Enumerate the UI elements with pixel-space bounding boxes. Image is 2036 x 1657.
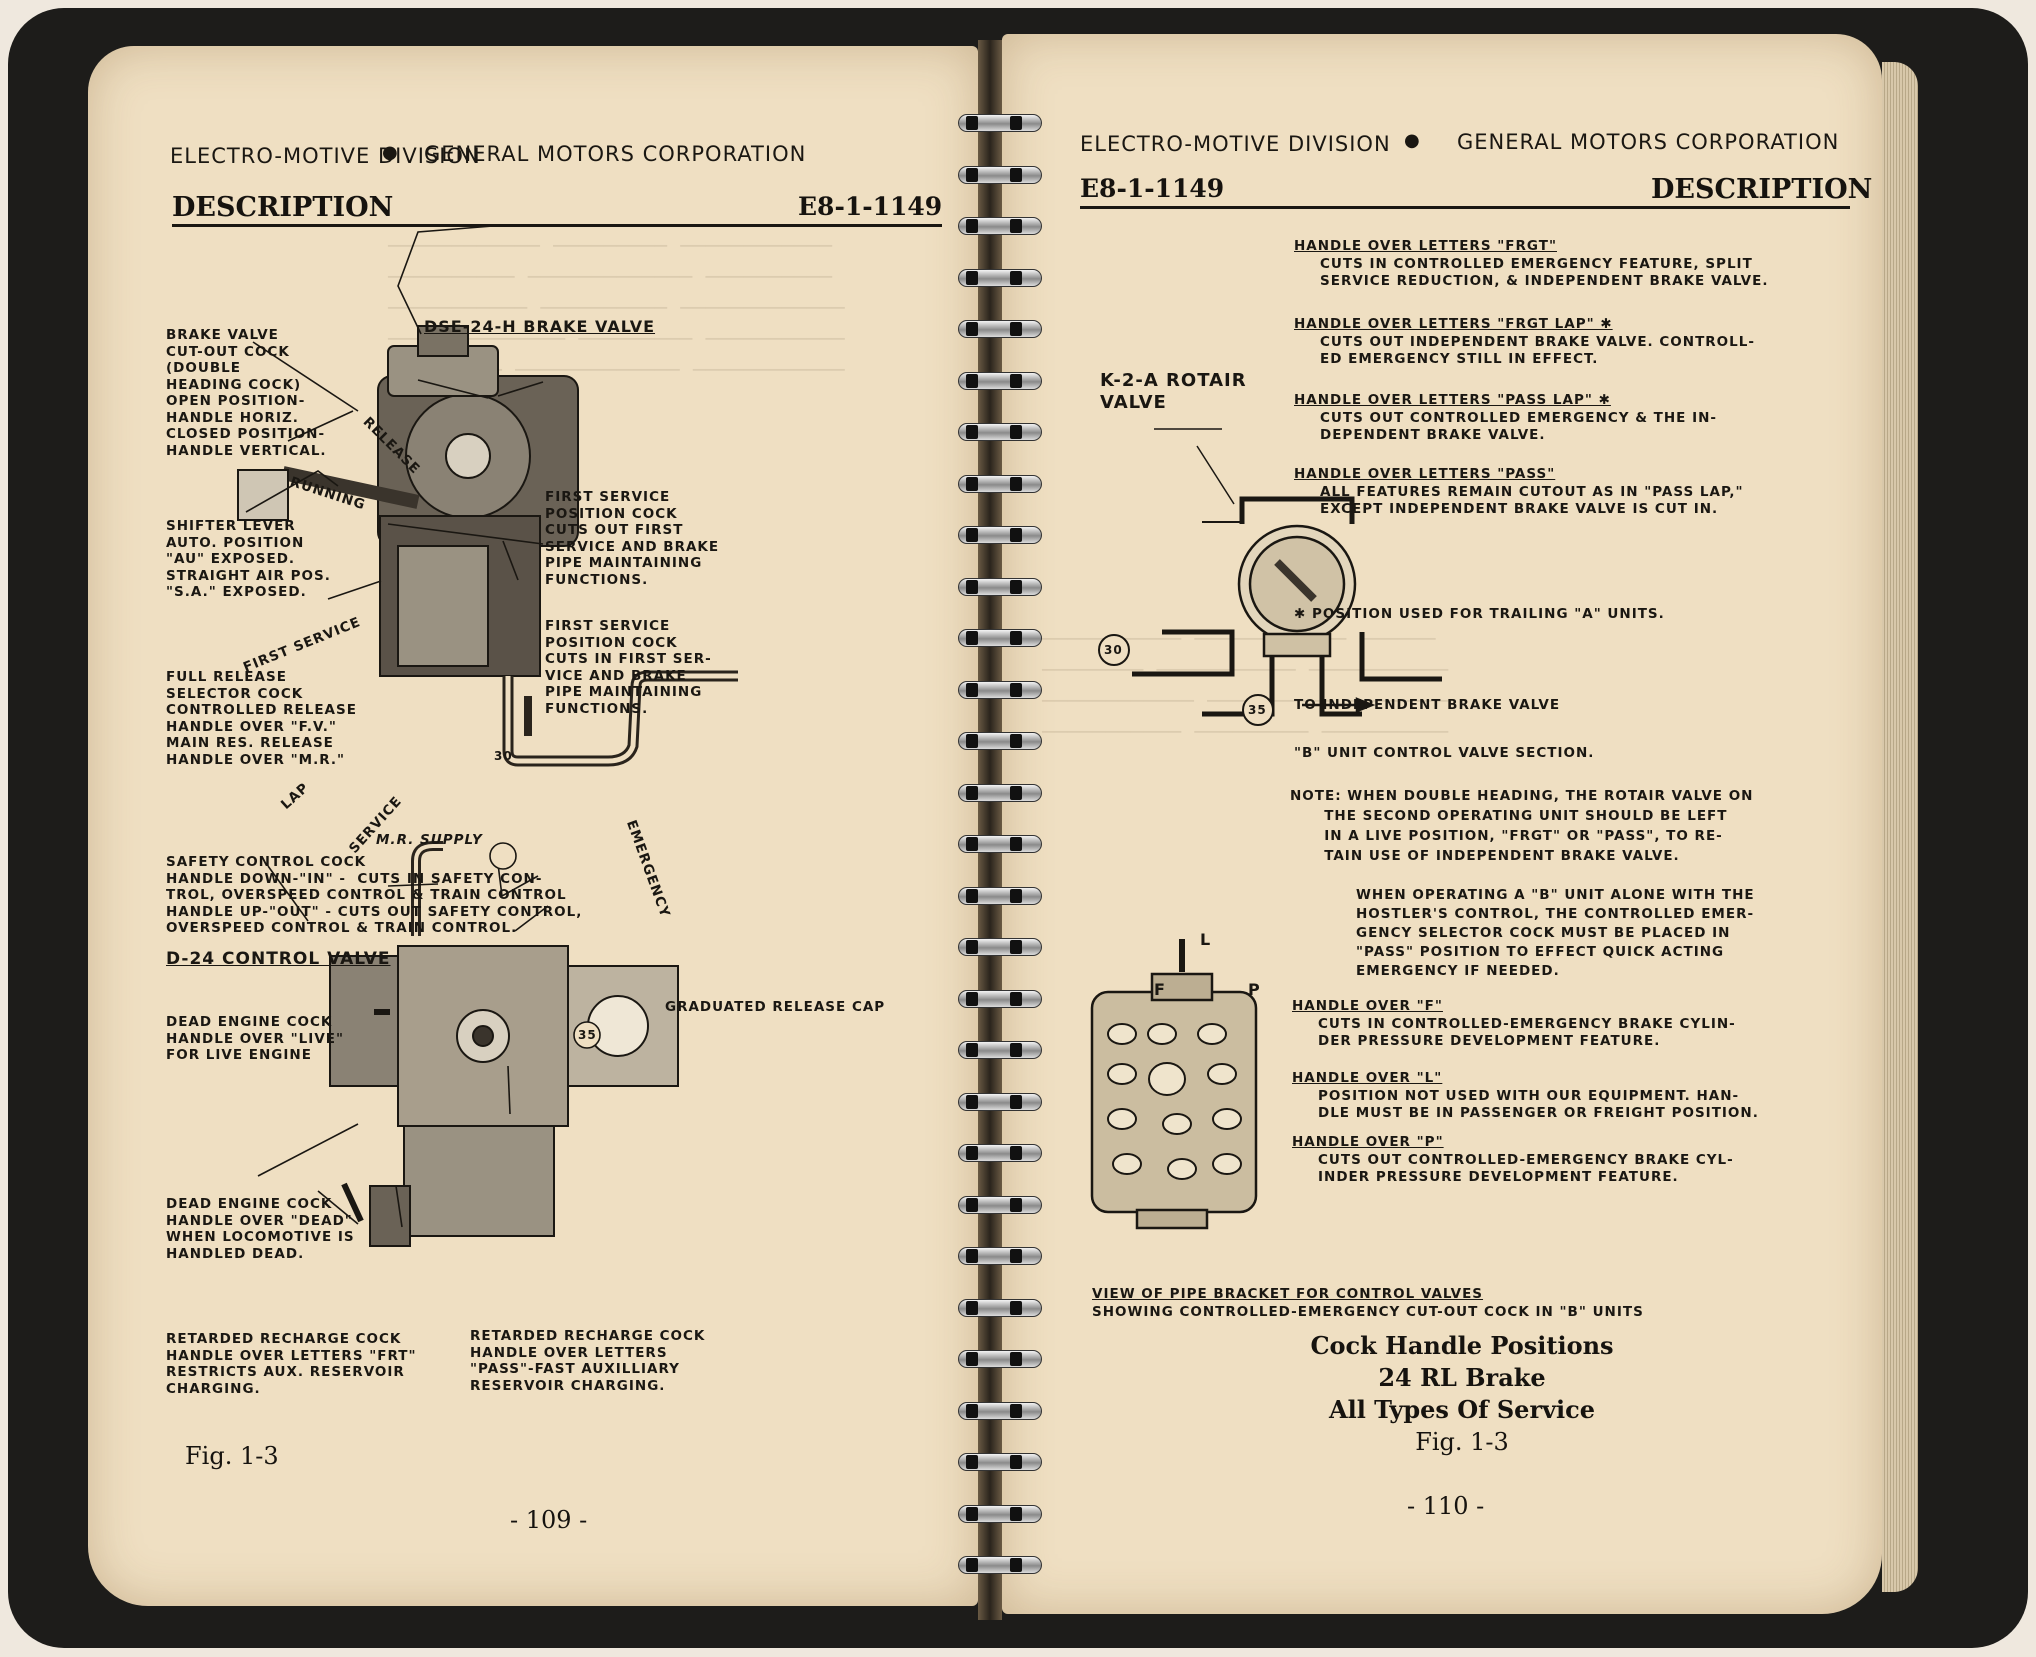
binding-ring bbox=[958, 1501, 1042, 1527]
brake-valve-diagram bbox=[237, 225, 738, 1247]
binding-ring bbox=[958, 110, 1042, 136]
label-safety-control-cock: SAFETY CONTROL COCK HANDLE DOWN-"IN" - C… bbox=[166, 854, 583, 936]
binding-ring bbox=[958, 625, 1042, 651]
right-page: ─────────── ──────────── ────── ────────… bbox=[1002, 34, 1882, 1614]
page-edges bbox=[1882, 62, 1918, 1592]
binding-ring bbox=[958, 1552, 1042, 1578]
binding-ring bbox=[958, 316, 1042, 342]
label-handle-f-text: CUTS IN CONTROLLED-EMERGENCY BRAKE CYLIN… bbox=[1318, 1016, 1736, 1049]
binding-ring bbox=[958, 1398, 1042, 1424]
label-position-note: ✱ POSITION USED FOR TRAILING "A" UNITS. bbox=[1294, 606, 1665, 622]
label-frgt-lap-text: CUTS OUT INDEPENDENT BRAKE VALVE. CONTRO… bbox=[1320, 334, 1755, 367]
label-frgt-text: CUTS IN CONTROLLED EMERGENCY FEATURE, SP… bbox=[1320, 256, 1769, 289]
label-pass-lap-title: HANDLE OVER LETTERS "PASS LAP" ✱ bbox=[1294, 392, 1611, 408]
label-handle-l-text: POSITION NOT USED WITH OUR EQUIPMENT. HA… bbox=[1318, 1088, 1759, 1121]
page-number: - 110 - bbox=[1407, 1492, 1485, 1520]
label-d24-control-valve: D-24 CONTROL VALVE bbox=[166, 949, 391, 969]
label-frgt-lap-title: HANDLE OVER LETTERS "FRGT LAP" ✱ bbox=[1294, 316, 1613, 332]
label-dead-engine-cock-dead: DEAD ENGINE COCK HANDLE OVER "DEAD" WHEN… bbox=[166, 1196, 355, 1262]
number-35: 35 bbox=[1248, 703, 1267, 717]
header-bullet: ● bbox=[382, 142, 399, 163]
figure-label: Fig. 1-3 bbox=[185, 1442, 279, 1470]
binding-ring bbox=[958, 677, 1042, 703]
label-handle-l-title: HANDLE OVER "L" bbox=[1292, 1070, 1443, 1086]
binding-ring bbox=[958, 728, 1042, 754]
header-division: ELECTRO-MOTIVE DIVISION bbox=[1080, 132, 1391, 156]
header-rule bbox=[1080, 206, 1850, 209]
binding-ring bbox=[958, 1192, 1042, 1218]
letter-f: F bbox=[1154, 980, 1166, 999]
note-double-heading: NOTE: WHEN DOUBLE HEADING, THE ROTAIR VA… bbox=[1290, 788, 1754, 864]
binding-ring bbox=[958, 934, 1042, 960]
binding-ring bbox=[958, 162, 1042, 188]
caption-all-types-of-service: All Types Of Service bbox=[1328, 1395, 1596, 1424]
label-handle-p-title: HANDLE OVER "P" bbox=[1292, 1134, 1444, 1150]
rotair-valve-diagram bbox=[1090, 428, 1442, 1230]
header-division: ELECTRO-MOTIVE DIVISION bbox=[170, 144, 481, 168]
label-to-independent: TO INDEPENDENT BRAKE VALVE bbox=[1294, 697, 1561, 713]
label-retarded-recharge-pass: RETARDED RECHARGE COCK HANDLE OVER LETTE… bbox=[470, 1328, 706, 1394]
label-retarded-recharge-frt: RETARDED RECHARGE COCK HANDLE OVER LETTE… bbox=[166, 1331, 417, 1397]
letter-l: L bbox=[1200, 930, 1212, 949]
binding-ring bbox=[958, 1346, 1042, 1372]
binding-ring bbox=[958, 831, 1042, 857]
left-page: ──────────── ───────── ──────────── ────… bbox=[88, 46, 978, 1606]
label-handle-p-text: CUTS OUT CONTROLLED-EMERGENCY BRAKE CYL-… bbox=[1318, 1152, 1734, 1185]
binding-ring bbox=[958, 986, 1042, 1012]
letter-p: P bbox=[1248, 980, 1261, 999]
header-bullet: ● bbox=[1404, 130, 1421, 151]
binding-ring bbox=[958, 213, 1042, 239]
label-graduated-release-cap: GRADUATED RELEASE CAP bbox=[665, 999, 886, 1015]
number-35: 35 bbox=[578, 1028, 597, 1042]
number-30: 30 bbox=[494, 749, 513, 763]
label-frgt-title: HANDLE OVER LETTERS "FRGT" bbox=[1294, 238, 1557, 254]
label-showing-cutout-cock: SHOWING CONTROLLED-EMERGENCY CUT-OUT COC… bbox=[1092, 1304, 1644, 1320]
binding-ring bbox=[958, 1295, 1042, 1321]
header-rule bbox=[172, 224, 942, 227]
label-dead-engine-cock-live: DEAD ENGINE COCK HANDLE OVER "LIVE" FOR … bbox=[166, 1014, 345, 1063]
label-mr-supply: M.R. SUPPLY bbox=[376, 832, 483, 848]
binding-ring bbox=[958, 265, 1042, 291]
binding-ring bbox=[958, 574, 1042, 600]
caption-cock-handle-positions: Cock Handle Positions bbox=[1310, 1331, 1614, 1360]
label-shifter-lever: SHIFTER LEVER AUTO. POSITION "AU" EXPOSE… bbox=[166, 518, 331, 600]
binding-ring bbox=[958, 419, 1042, 445]
binding-ring bbox=[958, 883, 1042, 909]
label-pass-title: HANDLE OVER LETTERS "PASS" bbox=[1294, 466, 1556, 482]
label-b-unit-section: "B" UNIT CONTROL VALVE SECTION. bbox=[1294, 745, 1595, 761]
label-pass-lap-text: CUTS OUT CONTROLLED EMERGENCY & THE IN- … bbox=[1320, 410, 1718, 443]
header-corporation: GENERAL MOTORS CORPORATION bbox=[1457, 130, 1840, 154]
binding-ring bbox=[958, 780, 1042, 806]
caption-figure: Fig. 1-3 bbox=[1415, 1428, 1509, 1456]
page-number: - 109 - bbox=[510, 1506, 588, 1534]
label-handle-f-title: HANDLE OVER "F" bbox=[1292, 998, 1443, 1014]
section-title: DESCRIPTION bbox=[172, 192, 394, 223]
binding-ring bbox=[958, 471, 1042, 497]
doc-code: E8-1-1149 bbox=[798, 192, 943, 221]
caption-24-rl-brake: 24 RL Brake bbox=[1378, 1363, 1546, 1392]
binding-ring bbox=[958, 522, 1042, 548]
binding-ring bbox=[958, 1243, 1042, 1269]
binding-ring bbox=[958, 1140, 1042, 1166]
binding-ring bbox=[958, 368, 1042, 394]
label-dse-24-h-brake-valve: DSE-24-H BRAKE VALVE bbox=[424, 317, 656, 336]
label-first-service-cock-1: FIRST SERVICE POSITION COCK CUTS OUT FIR… bbox=[545, 489, 720, 588]
label-view-of-pipe-bracket: VIEW OF PIPE BRACKET FOR CONTROL VALVES bbox=[1092, 1286, 1484, 1302]
binding-ring bbox=[958, 1449, 1042, 1475]
label-k2a-rotair-valve: K-2-A ROTAIR VALVE bbox=[1100, 370, 1247, 413]
binding-ring bbox=[958, 1037, 1042, 1063]
bleed-through-texture: ──────────── ───────── ──────────── ────… bbox=[388, 234, 845, 382]
doc-code: E8-1-1149 bbox=[1080, 174, 1225, 203]
label-full-release-selector: FULL RELEASE SELECTOR COCK CONTROLLED RE… bbox=[166, 669, 357, 768]
binding-ring bbox=[958, 1089, 1042, 1115]
label-first-service-cock-2: FIRST SERVICE POSITION COCK CUTS IN FIRS… bbox=[545, 618, 712, 717]
note-b-unit-alone: WHEN OPERATING A "B" UNIT ALONE WITH THE… bbox=[1356, 887, 1755, 979]
header-corporation: GENERAL MOTORS CORPORATION bbox=[424, 142, 807, 166]
number-30: 30 bbox=[1104, 643, 1123, 657]
label-brake-valve-cutout-cock: BRAKE VALVE CUT-OUT COCK (DOUBLE HEADING… bbox=[166, 327, 327, 459]
label-pass-text: ALL FEATURES REMAIN CUTOUT AS IN "PASS L… bbox=[1320, 484, 1744, 517]
section-title: DESCRIPTION bbox=[1651, 174, 1873, 205]
